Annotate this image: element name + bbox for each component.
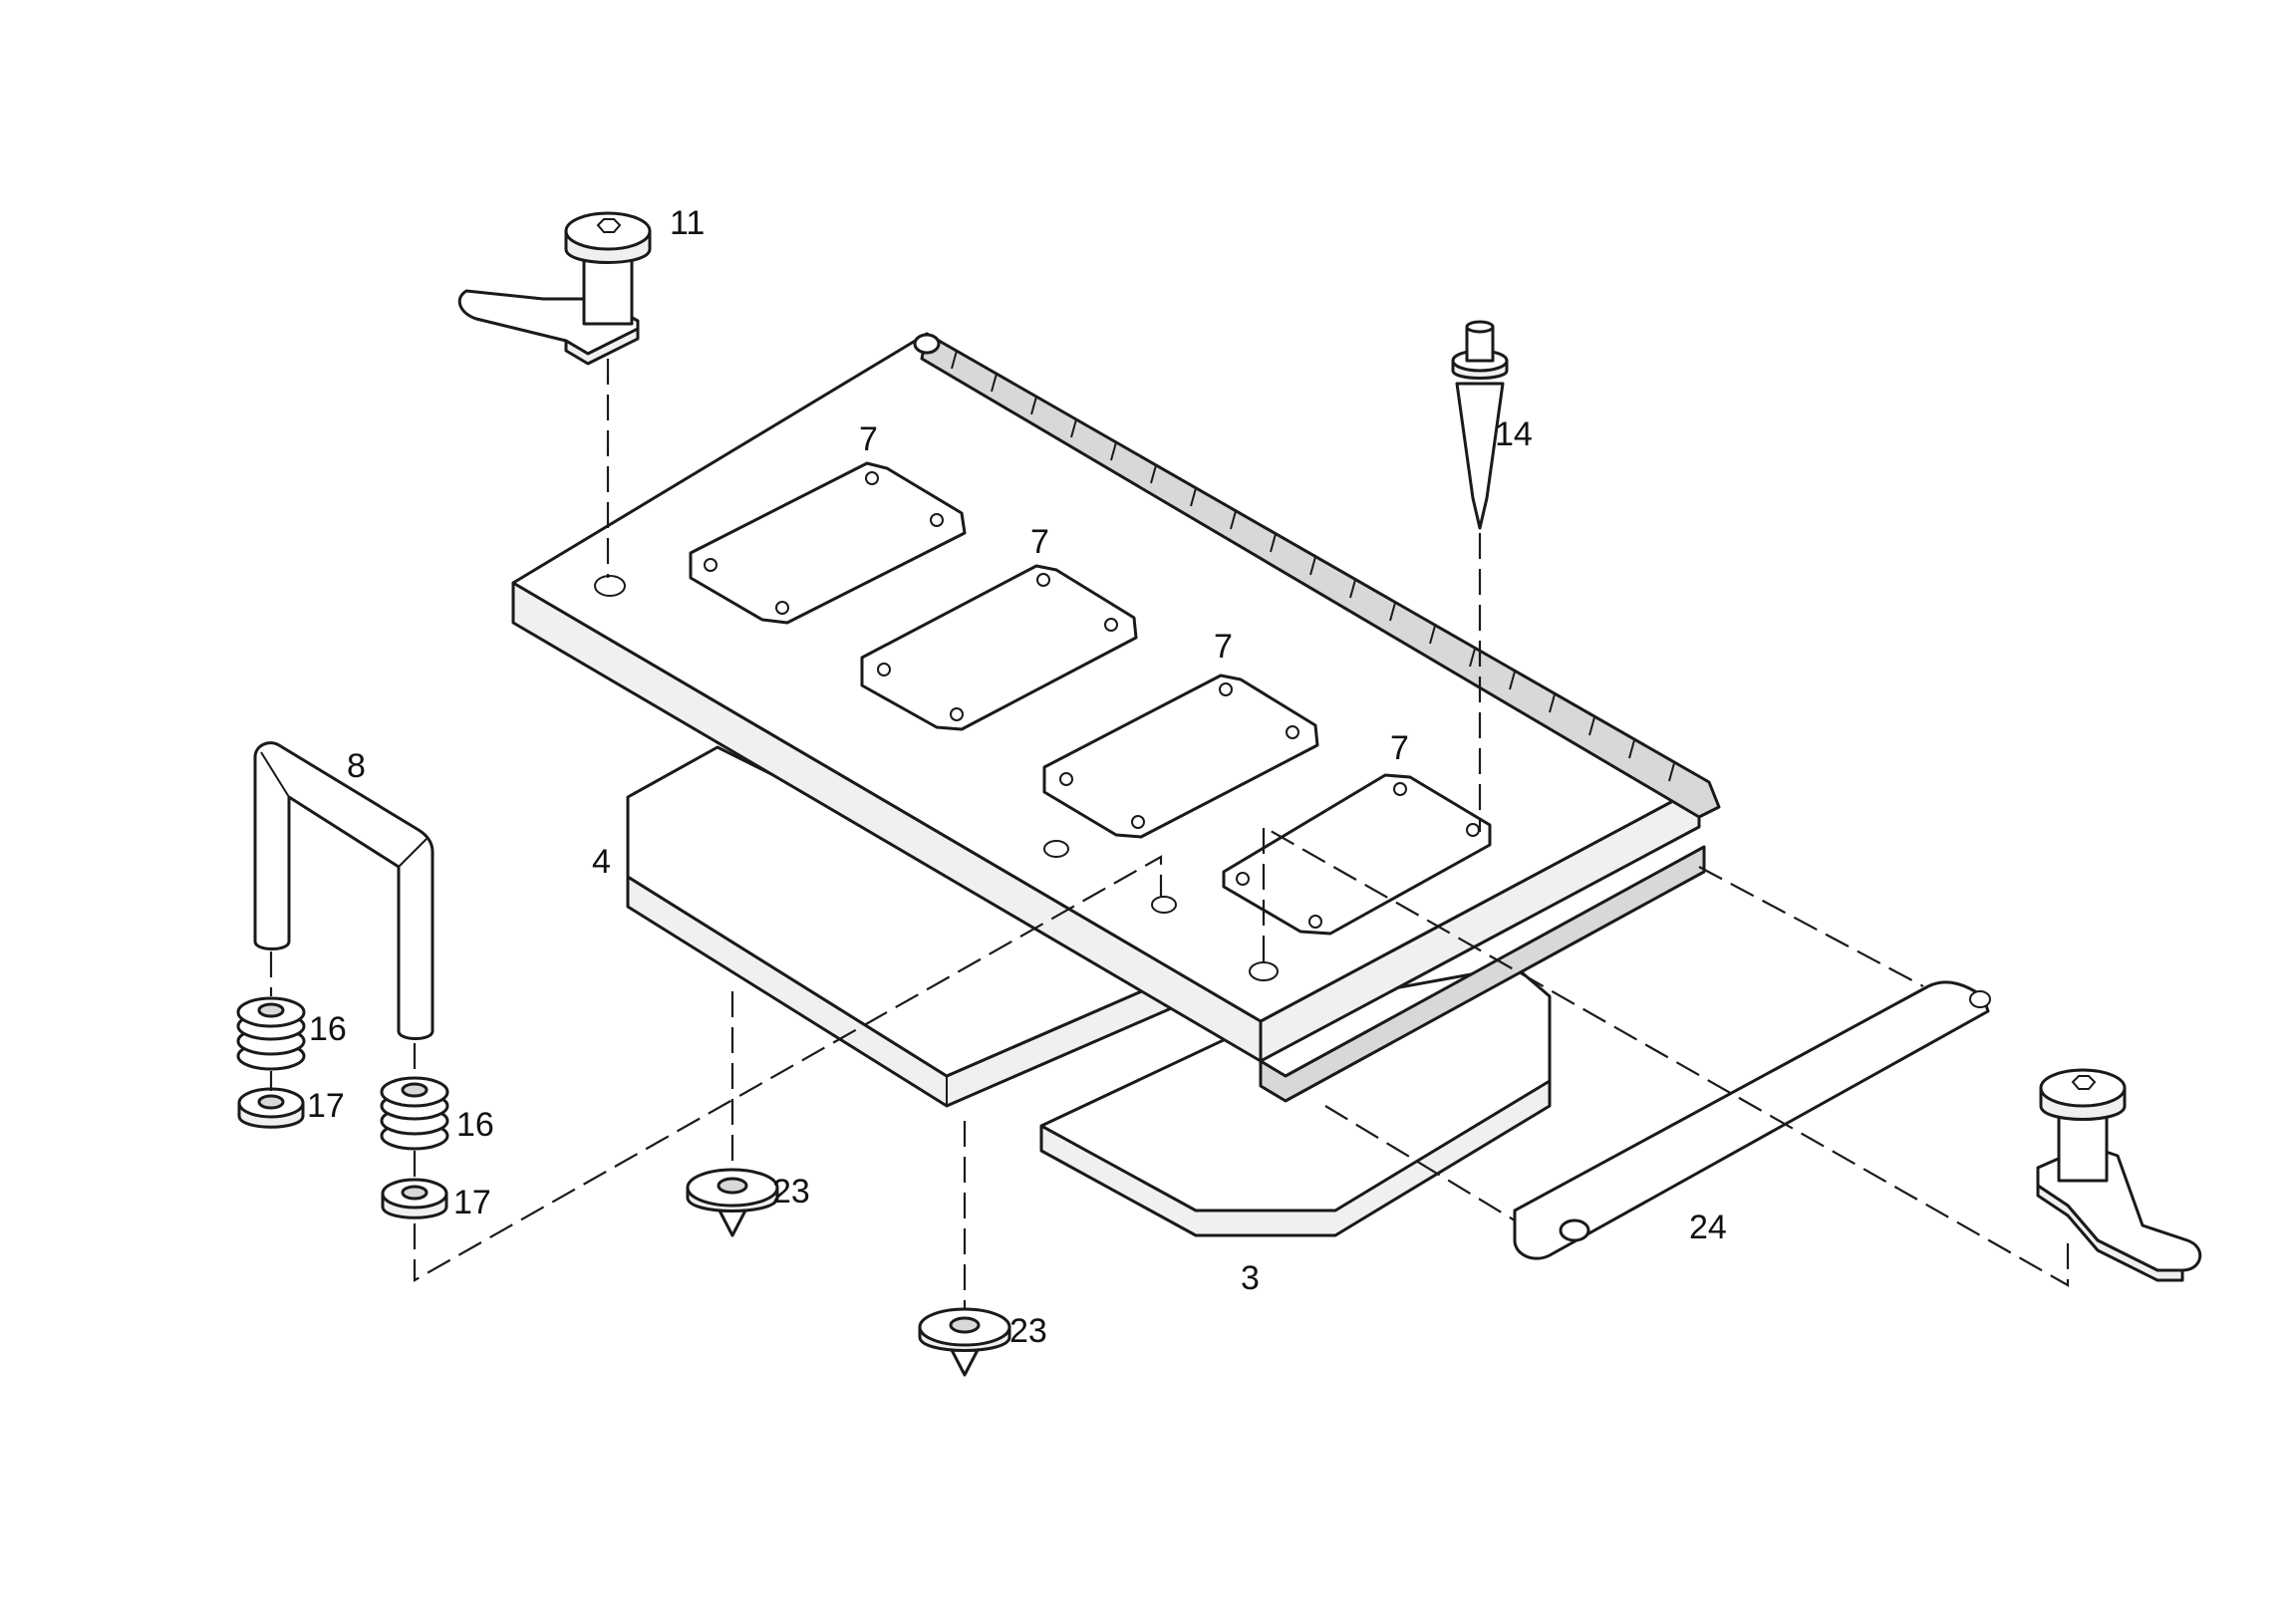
label-part-7-c: 7 <box>1214 628 1233 666</box>
label-part-7-a: 7 <box>859 420 878 458</box>
label-part-16-right: 16 <box>456 1106 494 1144</box>
u-bracket-part-8 <box>253 741 434 1040</box>
pin-part-14 <box>1451 320 1509 530</box>
label-part-23-left: 23 <box>772 1173 810 1211</box>
label-part-16-left: 16 <box>309 1010 347 1048</box>
cover-plate-part-7-c <box>1042 674 1319 839</box>
spring-washer-part-16-right <box>380 1076 449 1151</box>
label-part-3: 3 <box>1241 1259 1260 1297</box>
latch-fastener-part-11 <box>457 211 652 366</box>
label-part-23-right: 23 <box>1009 1312 1047 1350</box>
foot-part-23-left <box>686 1168 779 1237</box>
foot-part-23-right <box>918 1307 1011 1377</box>
cover-plate-part-7-a <box>689 461 967 625</box>
cover-plate-part-7-b <box>860 564 1138 731</box>
label-part-7-b: 7 <box>1030 523 1049 561</box>
assembly-lines <box>269 359 2070 1310</box>
flat-washer-part-17-left <box>237 1087 305 1129</box>
label-part-8: 8 <box>347 747 366 785</box>
label-part-14: 14 <box>1495 415 1533 453</box>
hinge-knuckles <box>951 350 1675 782</box>
flat-washer-part-17-right <box>381 1178 448 1219</box>
label-part-7-d: 7 <box>1390 729 1409 767</box>
label-part-11: 11 <box>670 204 705 242</box>
spring-washer-part-16-left <box>236 996 306 1071</box>
latch-fastener-right <box>2036 1068 2202 1282</box>
hinge-rail-part-24 <box>1513 980 1991 1260</box>
label-part-17-left: 17 <box>307 1087 345 1125</box>
label-part-4: 4 <box>592 843 611 881</box>
label-part-24: 24 <box>1689 1209 1727 1246</box>
label-part-17-right: 17 <box>453 1184 491 1221</box>
part-labels: 3 4 7 7 7 7 8 11 14 16 17 16 17 23 23 24 <box>307 204 1727 1350</box>
